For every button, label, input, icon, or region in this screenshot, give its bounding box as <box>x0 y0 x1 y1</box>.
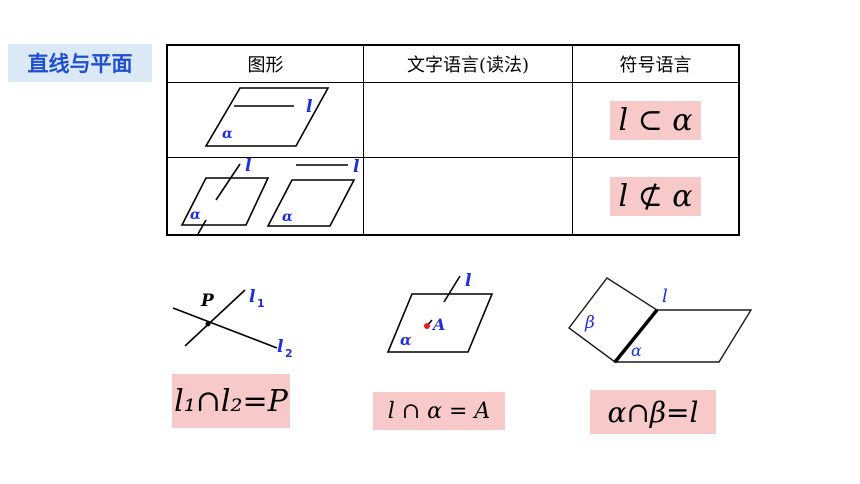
formula-line-plane: l ∩ α = A <box>373 392 505 430</box>
figure-line-in-plane: l α <box>166 82 364 158</box>
symbol-cell: l ⊂ α <box>572 82 740 158</box>
header-figure: 图形 <box>166 44 364 83</box>
diagram-planes-intersect: l β α <box>568 277 753 364</box>
label-l: l <box>662 286 668 307</box>
label-l: l <box>306 97 313 117</box>
formula-lines-intersect: l₁∩l₂=P <box>172 374 290 428</box>
label-l2: l <box>277 337 284 357</box>
formula-planes: α∩β=l <box>590 390 716 434</box>
label-l: l <box>245 158 252 176</box>
figure-line-not-in-plane: l α l α <box>166 157 364 236</box>
label-l: l <box>353 158 360 177</box>
label-alpha: α <box>282 209 293 225</box>
relation-table: 图形 文字语言(读法) 符号语言 l α l ⊂ α l α <box>166 44 740 236</box>
label-l1-subscript: 1 <box>257 297 265 310</box>
symbol-line-in-plane: l ⊂ α <box>610 100 701 140</box>
label-beta: β <box>584 313 595 333</box>
header-symbol-language: 符号语言 <box>572 44 740 83</box>
symbol-cell: l ⊄ α <box>572 157 740 236</box>
diagram-lines-intersect: P l 1 l 2 <box>172 287 293 360</box>
label-point-P: P <box>200 291 215 311</box>
label-l: l <box>465 271 472 291</box>
label-alpha: α <box>400 331 412 349</box>
text-language-cell <box>363 157 573 236</box>
page-title: 直线与平面 <box>8 44 152 82</box>
text-language-cell <box>363 82 573 158</box>
symbol-line-not-in-plane: l ⊄ α <box>610 176 701 216</box>
label-alpha: α <box>631 341 642 360</box>
label-l1: l <box>249 287 256 307</box>
table-row: l α l α l ⊄ α <box>166 157 740 236</box>
header-text-language: 文字语言(读法) <box>363 44 573 83</box>
label-point-A: A <box>431 315 445 334</box>
label-alpha: α <box>222 126 233 142</box>
diagram-line-plane-intersect: l A α <box>386 271 494 353</box>
table-header-row: 图形 文字语言(读法) 符号语言 <box>166 44 740 83</box>
label-alpha: α <box>190 207 201 223</box>
table-row: l α l ⊂ α <box>166 82 740 158</box>
label-l2-subscript: 2 <box>285 347 293 360</box>
